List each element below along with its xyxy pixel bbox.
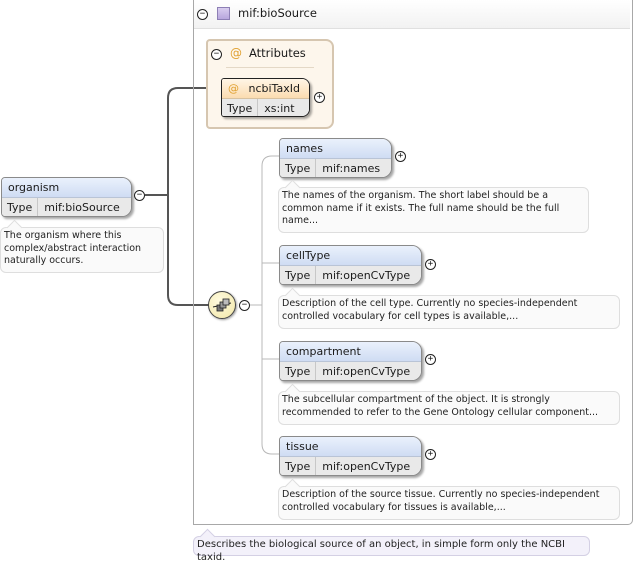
complex-type-name: mif:bioSource	[238, 6, 317, 20]
complex-type-header: − mif:bioSource	[194, 0, 630, 29]
element-name: tissue	[280, 437, 421, 457]
type-value: mif:openCvType	[322, 269, 411, 282]
type-label: Type	[280, 266, 317, 284]
type-label: Type	[280, 159, 317, 177]
sequence-compositor-icon[interactable]	[208, 291, 236, 319]
type-label: Type	[222, 99, 259, 116]
complex-type-container	[193, 0, 633, 525]
collapse-sequence-icon[interactable]: −	[239, 300, 250, 311]
element-compartment[interactable]: compartment Type mif:openCvType	[279, 341, 422, 381]
element-name: compartment	[280, 342, 421, 362]
complex-type-description: Describes the biological source of an ob…	[193, 528, 590, 563]
expand-names-icon[interactable]: +	[395, 151, 406, 162]
element-name: names	[280, 139, 391, 159]
cellType-description: Description of the cell type. Currently …	[278, 287, 620, 329]
tissue-description: Description of the source tissue. Curren…	[278, 478, 620, 520]
element-name: organism	[2, 178, 131, 198]
type-value: mif:openCvType	[322, 460, 411, 473]
type-label: Type	[280, 457, 317, 475]
type-label: Type	[2, 198, 39, 216]
names-description: The names of the organism. The short lab…	[278, 179, 589, 233]
type-label: Type	[280, 362, 317, 380]
attributes-label: Attributes	[249, 46, 306, 60]
element-organism[interactable]: organism Type mif:bioSource	[1, 177, 132, 217]
attribute-ncbiTaxId[interactable]: @ ncbiTaxId Type xs:int	[221, 78, 310, 117]
element-names[interactable]: names Type mif:names	[279, 138, 392, 178]
type-value: mif:names	[322, 162, 381, 175]
type-value: xs:int	[264, 102, 295, 115]
element-tissue[interactable]: tissue Type mif:openCvType	[279, 436, 422, 476]
type-value: mif:bioSource	[44, 201, 120, 214]
expand-cellType-icon[interactable]: +	[425, 259, 436, 270]
attribute-at-icon: @	[230, 46, 242, 60]
element-name: cellType	[280, 246, 421, 266]
compartment-description: The subcellular compartment of the objec…	[278, 383, 620, 425]
collapse-organism-icon[interactable]: −	[134, 190, 145, 201]
expand-tissue-icon[interactable]: +	[425, 449, 436, 460]
expand-ncbiTaxId-icon[interactable]: +	[314, 92, 325, 103]
expand-compartment-icon[interactable]: +	[425, 354, 436, 365]
complex-type-icon	[217, 7, 230, 20]
attribute-at-icon: @	[228, 82, 239, 95]
collapse-attributes-icon[interactable]: −	[211, 49, 222, 60]
sequence-glyph-icon	[212, 298, 232, 312]
organism-description: The organism where this complex/abstract…	[0, 219, 164, 273]
element-cellType[interactable]: cellType Type mif:openCvType	[279, 245, 422, 285]
type-value: mif:openCvType	[322, 365, 411, 378]
attribute-name: ncbiTaxId	[248, 82, 300, 95]
collapse-complex-type-icon[interactable]: −	[197, 9, 208, 20]
